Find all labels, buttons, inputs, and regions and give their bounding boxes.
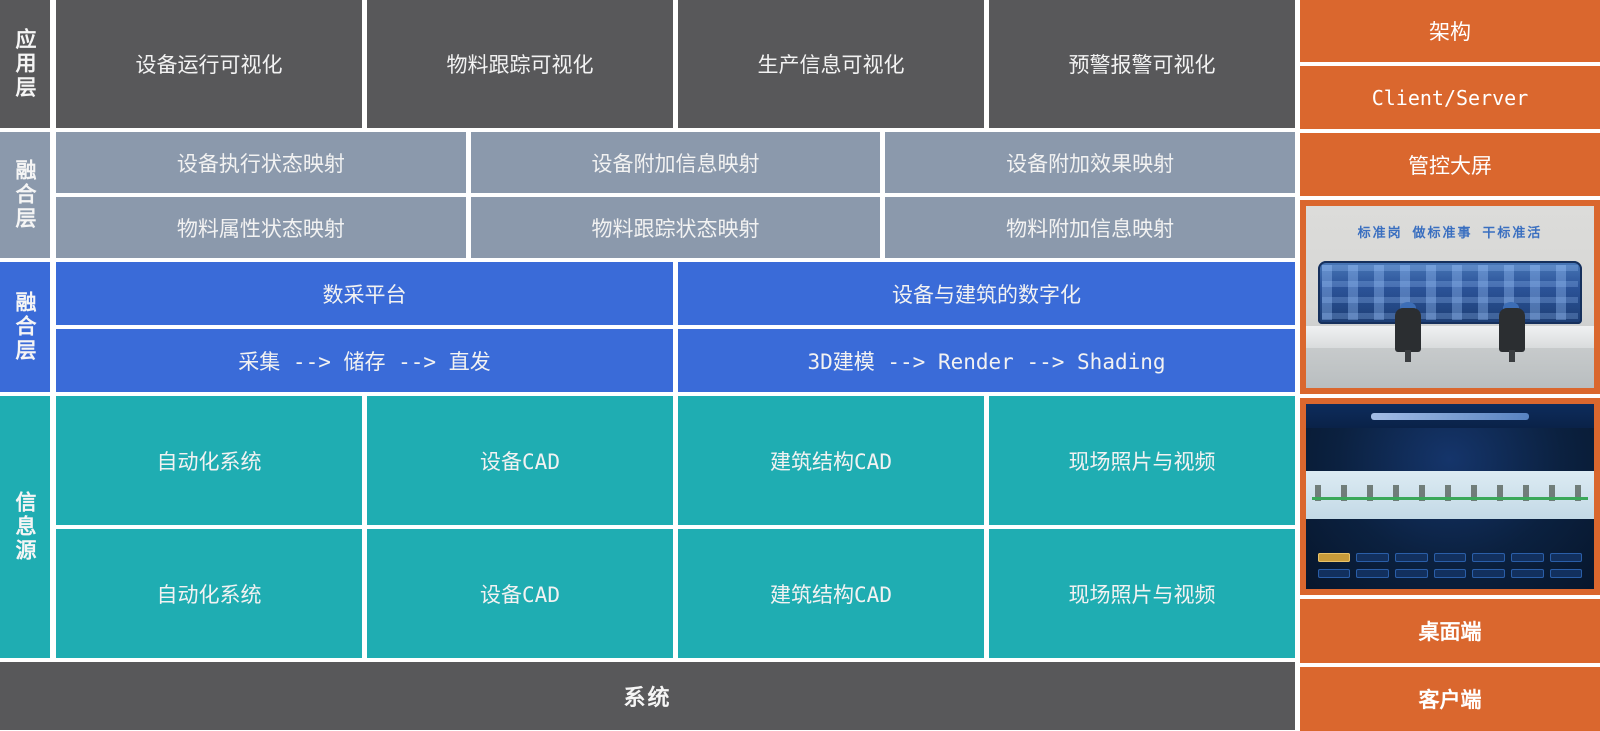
mapping-layer-row-1: 设备执行状态映射 设备附加信息映射 设备附加效果映射: [56, 132, 1296, 193]
cell-device-exec-state-mapping: 设备执行状态映射: [56, 132, 466, 193]
application-layer-label: 应用层: [0, 0, 50, 128]
dashboard-button: [1511, 552, 1544, 562]
cell-alarm-warning-visualization: 预警报警可视化: [989, 0, 1295, 128]
control-big-screen-item: 管控大屏: [1300, 133, 1600, 196]
dashboard-button: [1356, 552, 1389, 562]
cell-site-photos-videos-1: 现场照片与视频: [989, 396, 1295, 525]
dashboard-button: [1511, 568, 1544, 578]
cell-production-info-visualization: 生产信息可视化: [678, 0, 984, 128]
mapping-layer-band: 融合层 设备执行状态映射 设备附加信息映射 设备附加效果映射 物料属性状态映射 …: [0, 132, 1296, 258]
dashboard-button-row-1: [1317, 552, 1583, 562]
dashboard-button: [1472, 568, 1506, 578]
video-wall: [1317, 260, 1583, 325]
main-grid: 应用层 设备运行可视化 物料跟踪可视化 生产信息可视化 预警报警可视化 融合层 …: [0, 0, 1296, 730]
cell-material-attr-state-mapping: 物料属性状态映射: [56, 197, 466, 258]
platform-layer-band: 融合层 数采平台 设备与建筑的数字化 采集 --> 储存 --> 直发 3D建模…: [0, 262, 1295, 392]
dashboard-button: [1394, 552, 1428, 562]
platform-layer-label: 融合层: [0, 262, 50, 392]
application-layer-row: 设备运行可视化 物料跟踪可视化 生产信息可视化 预警报警可视化: [56, 0, 1295, 128]
platform-layer-row-2: 采集 --> 储存 --> 直发 3D建模 --> Render --> Sha…: [56, 329, 1295, 392]
dashboard-button: [1317, 552, 1351, 562]
desktop-client-item: 桌面端: [1300, 599, 1600, 663]
mapping-layer-label: 融合层: [0, 132, 50, 258]
operator-desk: [1306, 326, 1594, 348]
client-item: 客户端: [1300, 667, 1600, 731]
dashboard-button: [1317, 568, 1351, 578]
cell-building-structure-cad-2: 建筑结构CAD: [678, 529, 984, 658]
system-bar: 系统: [0, 662, 1295, 730]
source-layer-band: 信息源 自动化系统 设备CAD 建筑结构CAD 现场照片与视频 自动化系统 设备…: [0, 396, 1295, 658]
source-layer-row-2: 自动化系统 设备CAD 建筑结构CAD 现场照片与视频: [56, 529, 1295, 658]
cell-device-building-digitization: 设备与建筑的数字化: [678, 262, 1295, 325]
right-panel: 架构 Client/Server 管控大屏 标准岗 做标准事 干标准活: [1300, 0, 1600, 731]
dashboard-screenshot-frame: [1300, 398, 1600, 595]
source-layer-label: 信息源: [0, 396, 50, 658]
dashboard-button: [1433, 552, 1467, 562]
cell-automation-system-1: 自动化系统: [56, 396, 362, 525]
dashboard-button-row-2: [1317, 568, 1583, 578]
cell-material-tracking-state-mapping: 物料跟踪状态映射: [470, 197, 881, 258]
cell-device-extra-effect-mapping: 设备附加效果映射: [885, 132, 1296, 193]
cell-device-extra-info-mapping: 设备附加信息映射: [470, 132, 881, 193]
architecture-header: 架构: [1300, 0, 1600, 62]
cell-material-extra-info-mapping: 物料附加信息映射: [885, 197, 1296, 258]
cell-3d-model-render-shading-pipeline: 3D建模 --> Render --> Shading: [678, 329, 1295, 392]
dashboard-button: [1394, 568, 1428, 578]
dashboard-title-text-blur: [1370, 412, 1530, 420]
cell-device-cad-2: 设备CAD: [367, 529, 673, 658]
dashboard-button-grid: [1317, 552, 1583, 578]
cell-data-acquisition-platform: 数采平台: [56, 262, 673, 325]
cell-material-tracking-visualization: 物料跟踪可视化: [367, 0, 673, 128]
cell-site-photos-videos-2: 现场照片与视频: [989, 529, 1295, 658]
platform-layer-row-1: 数采平台 设备与建筑的数字化: [56, 262, 1295, 325]
cell-device-operation-visualization: 设备运行可视化: [56, 0, 362, 128]
control-room-photo: 标准岗 做标准事 干标准活: [1306, 206, 1594, 388]
control-room-slogan-text: 标准岗 做标准事 干标准活: [1357, 226, 1543, 242]
cell-building-structure-cad-1: 建筑结构CAD: [678, 396, 984, 525]
dashboard-button: [1472, 552, 1506, 562]
chair-2: [1498, 307, 1525, 362]
chair-1: [1395, 307, 1422, 362]
client-server-item: Client/Server: [1300, 66, 1600, 129]
production-line-conveyor: [1311, 497, 1589, 501]
application-layer-band: 应用层 设备运行可视化 物料跟踪可视化 生产信息可视化 预警报警可视化: [0, 0, 1295, 128]
dashboard-title-bar: [1306, 404, 1594, 429]
source-layer-row-1: 自动化系统 设备CAD 建筑结构CAD 现场照片与视频: [56, 396, 1295, 525]
production-line-dashboard: [1306, 404, 1594, 589]
dashboard-button: [1433, 568, 1467, 578]
mapping-layer-row-2: 物料属性状态映射 物料跟踪状态映射 物料附加信息映射: [56, 197, 1296, 258]
dashboard-button: [1356, 568, 1389, 578]
dashboard-button: [1549, 552, 1583, 562]
dashboard-button: [1549, 568, 1583, 578]
control-room-photo-frame: 标准岗 做标准事 干标准活: [1300, 200, 1600, 394]
cell-automation-system-2: 自动化系统: [56, 529, 362, 658]
cell-device-cad-1: 设备CAD: [367, 396, 673, 525]
cell-collect-store-stream-pipeline: 采集 --> 储存 --> 直发: [56, 329, 673, 392]
production-line-strip: [1306, 470, 1594, 519]
